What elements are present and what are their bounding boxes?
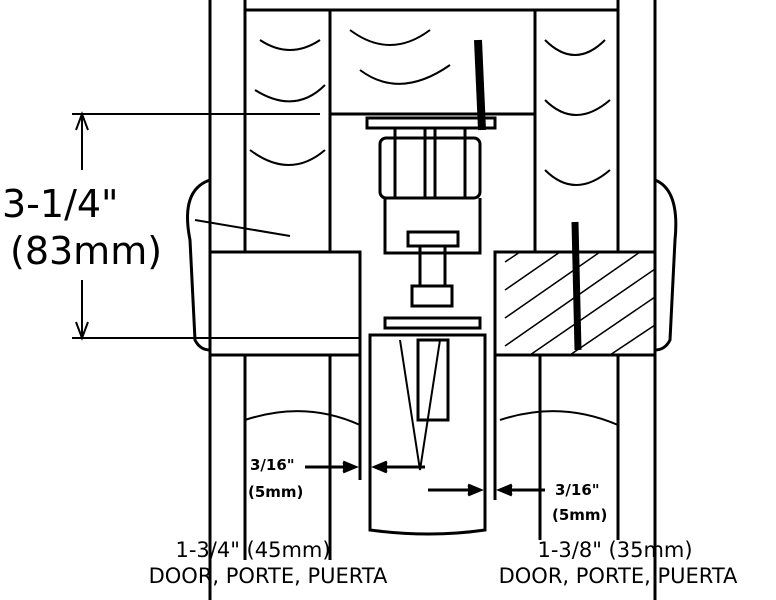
right-door-label: DOOR, PORTE, PUERTA [498,564,738,588]
left-door-size: 1-3/4" (45mm) [175,538,331,562]
gap-right-metric: (5mm) [552,506,608,524]
left-wall [208,0,247,600]
height-dimension [72,111,360,341]
trolley-hanger [365,116,497,422]
gap-left-imperial: 3/16" [250,456,295,474]
right-wall [616,0,657,600]
header-screw [474,39,486,131]
right-door-size: 1-3/8" (35mm) [537,538,693,562]
height-dimension-imperial: 3-1/4" [2,182,119,226]
door-cross-section [368,333,487,536]
blocking-screw [571,221,582,351]
wood-header [245,8,618,252]
gap-dimensions [305,460,545,497]
left-door-label: DOOR, PORTE, PUERTA [148,564,388,588]
right-door-handle [654,178,678,352]
height-dimension-metric: (83mm) [10,229,163,273]
left-blocking [208,250,362,357]
gap-left-metric: (5mm) [248,483,304,501]
gap-right-imperial: 3/16" [555,481,600,499]
right-blocking-hatch [504,251,656,356]
left-door-handle [186,178,211,352]
